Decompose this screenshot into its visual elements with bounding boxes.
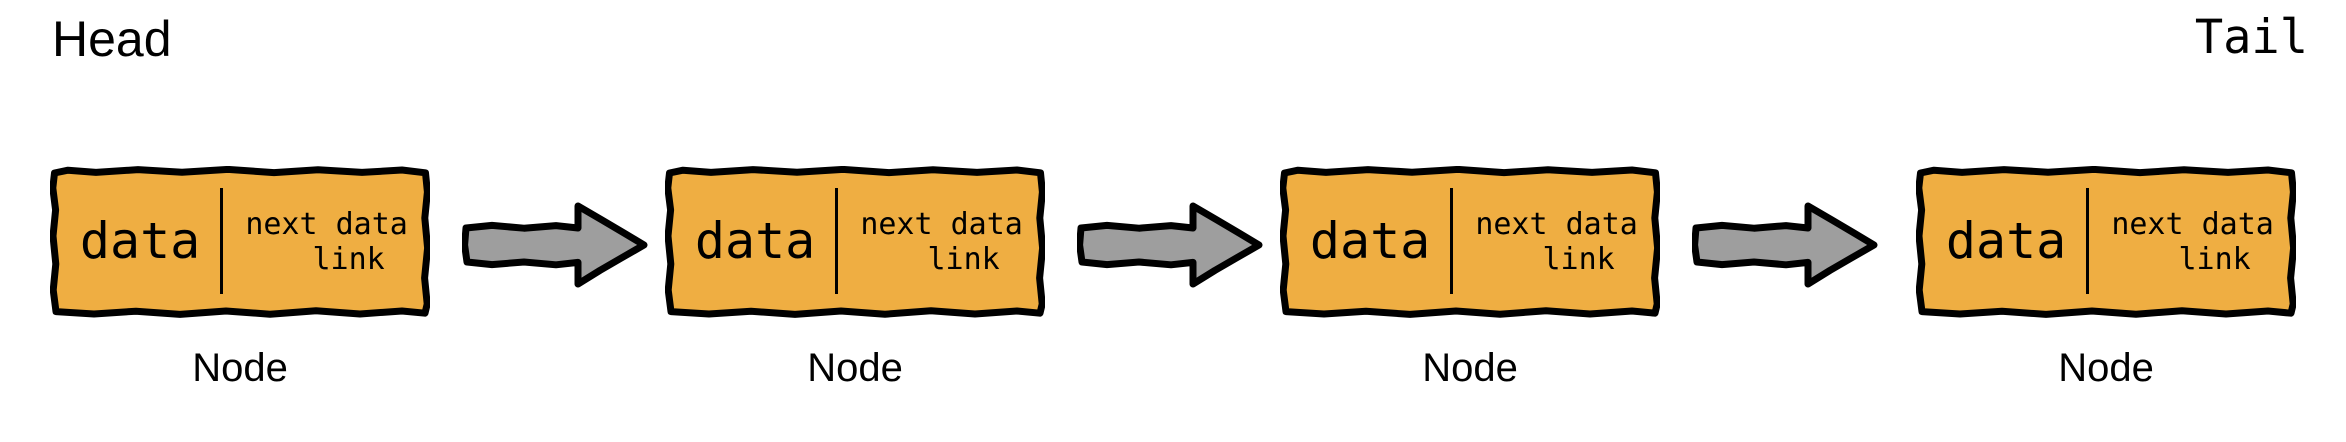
node-caption: Node: [1422, 346, 1518, 390]
node-divider: [2086, 188, 2090, 294]
head-label: Head: [52, 11, 172, 67]
node-data-cell: data: [694, 212, 816, 270]
node-caption: Node: [2058, 346, 2154, 390]
node-data-cell: data: [1945, 212, 2067, 270]
tail-label: Tail: [2194, 10, 2308, 65]
node-contents: data next data link: [665, 166, 1045, 318]
node-link-line-1: next data: [2111, 206, 2274, 242]
node-link-cell: next data link: [838, 174, 1035, 310]
arrow-right-icon: [462, 202, 648, 288]
node-link-line-1: next data: [860, 206, 1023, 242]
list-node: data next data link: [665, 166, 1045, 318]
node-link-line-2: link: [927, 242, 1000, 277]
list-node: data next data link: [50, 166, 430, 318]
node-link-line-1: next data: [1475, 206, 1638, 242]
node-box-outline: [1916, 166, 2296, 318]
list-node: data next data link: [1916, 166, 2296, 318]
node-divider: [1450, 188, 1454, 294]
node-divider: [835, 188, 839, 294]
node-caption: Node: [192, 346, 288, 390]
node-link-line-2: link: [312, 242, 385, 277]
node-contents: data next data link: [50, 166, 430, 318]
node-link-line-2: link: [1542, 242, 1615, 277]
node-divider: [220, 188, 224, 294]
node-caption: Node: [807, 346, 903, 390]
node-link-cell: next data link: [1453, 174, 1650, 310]
arrow-right-icon: [1692, 202, 1878, 288]
node-link-cell: next data link: [223, 174, 420, 310]
list-node: data next data link: [1280, 166, 1660, 318]
node-data-cell: data: [1309, 212, 1431, 270]
node-link-cell: next data link: [2089, 174, 2286, 310]
node-box-outline: [50, 166, 430, 318]
arrow-right-icon: [1077, 202, 1263, 288]
node-box-outline: [665, 166, 1045, 318]
node-link-line-1: next data: [245, 206, 408, 242]
node-contents: data next data link: [1280, 166, 1660, 318]
node-link-line-2: link: [2178, 242, 2251, 277]
node-box-outline: [1280, 166, 1660, 318]
node-data-cell: data: [79, 212, 201, 270]
node-contents: data next data link: [1916, 166, 2296, 318]
